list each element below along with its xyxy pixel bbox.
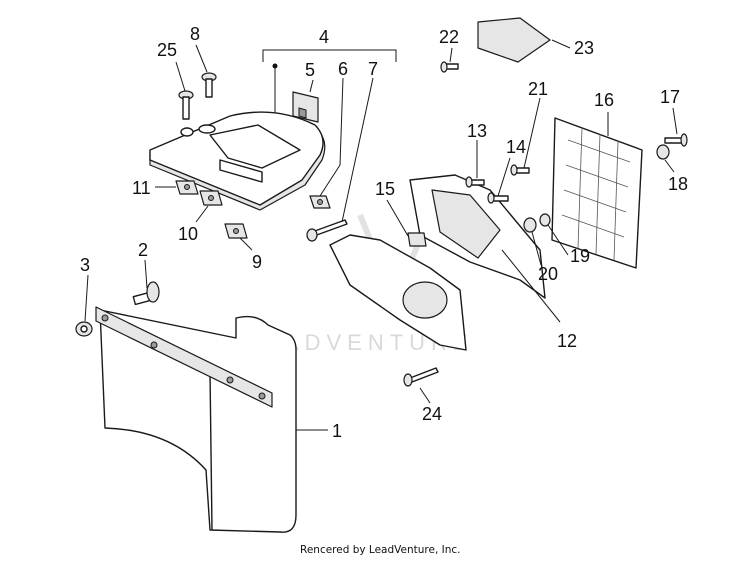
- screw-part-22: [440, 61, 459, 73]
- callout-11: 11: [132, 178, 151, 198]
- clip-part-6: [309, 195, 331, 209]
- shroud-part-12b: [329, 234, 467, 351]
- nut-part-3: [75, 321, 93, 337]
- callout-12: 12: [557, 331, 577, 351]
- callout-22: 22: [439, 27, 459, 47]
- screw-part-17: [664, 133, 688, 147]
- screw-part-25: [178, 90, 194, 137]
- nut-part-19: [539, 213, 551, 227]
- callout-20: 20: [538, 264, 558, 284]
- clip-part-11: [175, 180, 199, 195]
- callout-19: 19: [570, 246, 590, 266]
- clip-part-10: [199, 190, 223, 206]
- callout-17: 17: [660, 87, 680, 107]
- callout-10: 10: [178, 224, 198, 244]
- washer-part-18: [656, 144, 670, 160]
- callout-13: 13: [467, 121, 487, 141]
- callout-4: 4: [319, 27, 329, 47]
- clip-part-5: [292, 91, 319, 123]
- plate-part-16: [551, 117, 643, 269]
- bolt-part-2: [132, 281, 160, 306]
- clip-part-15: [407, 232, 427, 247]
- pin-part-7: [306, 219, 348, 242]
- screw-part-13: [465, 176, 485, 188]
- leader-lines: [84, 39, 678, 431]
- mud-flap-part: [95, 306, 297, 533]
- cap-part-23: [477, 17, 551, 63]
- callout-7: 7: [368, 59, 378, 79]
- callout-21: 21: [528, 79, 548, 99]
- callout-23: 23: [574, 38, 594, 58]
- clip-part-9: [224, 223, 248, 239]
- nut-part-20: [523, 217, 537, 233]
- callout-5: 5: [305, 60, 315, 80]
- callout-1: 1: [332, 421, 342, 441]
- screw-part-8: [198, 72, 217, 134]
- callout-14: 14: [506, 137, 526, 157]
- callout-24: 24: [422, 404, 442, 424]
- callout-16: 16: [594, 90, 614, 110]
- callout-3: 3: [80, 255, 90, 275]
- footer-credit: Rencered by LeadVenture, Inc.: [300, 544, 461, 556]
- screw-part-14: [487, 192, 509, 204]
- callout-25: 25: [157, 40, 177, 60]
- callout-2: 2: [138, 240, 148, 260]
- callout-18: 18: [668, 174, 688, 194]
- fender-bracket-part-4: [149, 111, 326, 211]
- screw-part-21: [510, 164, 530, 176]
- callout-8: 8: [190, 24, 200, 44]
- callout-labels: 1 2 3 4 5 6 7 8 9 10 11 12 13 14 15 16 1…: [80, 24, 688, 441]
- callout-6: 6: [338, 59, 348, 79]
- rivet-part-24: [403, 367, 439, 387]
- callout-9: 9: [252, 252, 262, 272]
- callout-15: 15: [375, 179, 395, 199]
